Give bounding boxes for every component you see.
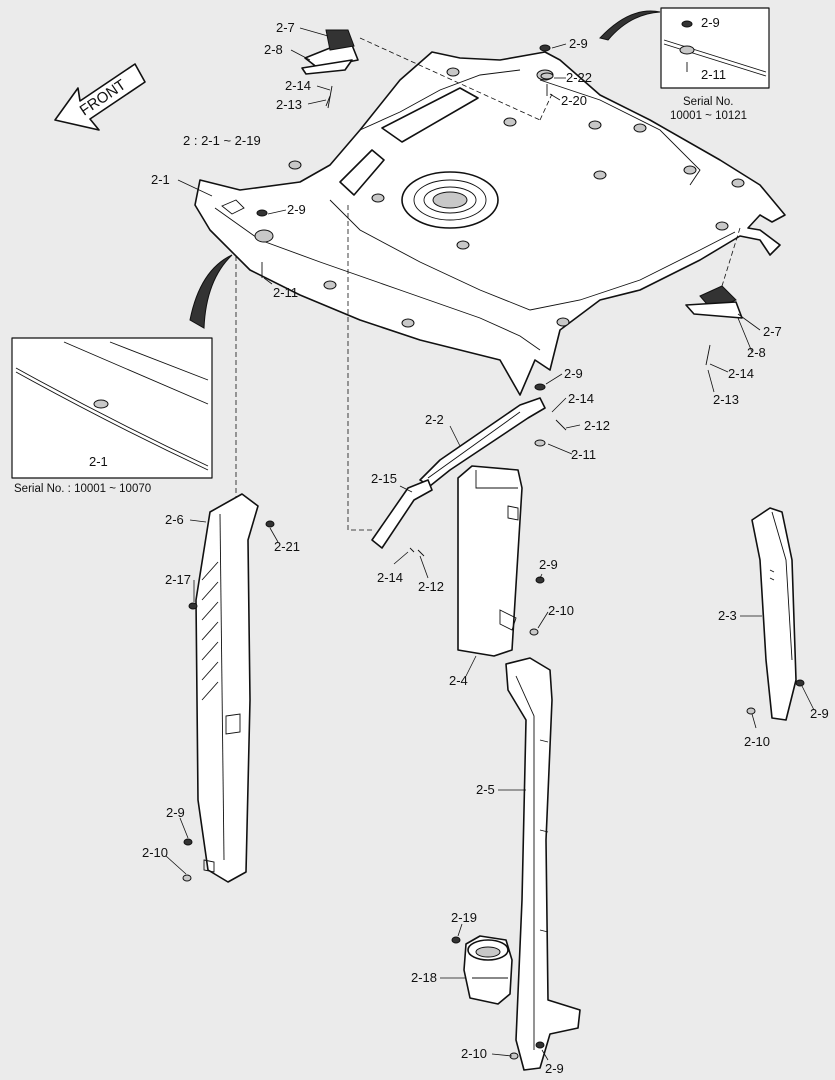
inset-right-callout-2-11: 2-11 [701,67,726,82]
callout-2-6: 2-6 [165,512,184,527]
front-direction-arrow: FRONT [54,63,146,131]
callout-2-5: 2-5 [476,782,495,797]
callout-2-10-bottom: 2-10 [461,1046,487,1061]
speaker-right [685,285,743,366]
callout-2-14-mid: 2-14 [568,391,594,406]
callout-2-18: 2-18 [411,970,437,985]
clip-2-9-d [535,1041,545,1049]
bracket-2-2 [419,397,546,487]
callout-2-17: 2-17 [165,572,191,587]
callout-2-8-top: 2-8 [264,42,283,57]
callout-2-10-pillar4: 2-10 [548,603,574,618]
callout-2-14-low: 2-14 [377,570,403,585]
callout-2-10-pillar3: 2-10 [744,734,770,749]
screw-2-10-b [182,874,192,882]
pillar-trim-2-6 [195,493,259,883]
callout-2-7-right: 2-7 [763,324,782,339]
callout-2-9-bottom: 2-9 [545,1061,564,1076]
callout-2-22: 2-22 [566,70,592,85]
leader-lines [165,27,815,1061]
callout-2-13-right: 2-13 [713,392,739,407]
callout-2-10-pillar6: 2-10 [142,845,168,860]
callout-2-9-top: 2-9 [569,36,588,51]
callout-2-13-top: 2-13 [276,97,302,112]
callout-2-15: 2-15 [371,471,397,486]
callout-2-20: 2-20 [561,93,587,108]
clip-2-21 [265,520,275,528]
cup-holder-2-18 [463,935,513,1005]
wire-clips-2-17 [188,561,219,701]
inset-left-callout: 2-1 [89,454,108,469]
assembly-line-3 [347,205,375,531]
callout-2-12-low: 2-12 [418,579,444,594]
clip-2-9-b [183,838,193,846]
pillar-trim-2-5 [505,657,581,1071]
pillar-trim-2-4 [457,465,523,657]
callout-2-2: 2-2 [425,412,444,427]
screw-2-19 [451,936,461,944]
callout-2-9-mid: 2-9 [564,366,583,381]
callout-2-12-mid: 2-12 [584,418,610,433]
screw-2-10-a [529,628,539,636]
inset-right-caption-2: 10001 ~ 10121 [670,110,747,122]
clip-2-9-a [535,576,545,584]
bracket-2-15 [371,479,433,557]
clip-2-9-c [795,679,805,687]
inset-left [11,254,233,479]
screw-2-10-c [746,707,756,715]
callout-2-9-left: 2-9 [287,202,306,217]
inset-right-callout-2-9: 2-9 [701,15,720,30]
callout-labels: 2-7 2-8 2-14 2-13 2-9 2-22 2-20 2-9 2-11… [89,15,829,1076]
callout-2-11-left: 2-11 [273,285,298,300]
assembly-line-1 [359,37,541,121]
callout-2-21: 2-21 [274,539,300,554]
callout-2-1: 2-1 [151,172,170,187]
callout-2-9-pillar3: 2-9 [810,706,829,721]
speaker-left [301,29,359,109]
assembly-line-4 [721,227,741,287]
callout-2-19: 2-19 [451,910,477,925]
callout-2-11-mid: 2-11 [571,447,596,462]
group-note: 2 : 2-1 ~ 2-19 [183,133,261,148]
headliner-panel [194,51,786,396]
assembly-line-2 [539,93,553,121]
callout-2-8-right: 2-8 [747,345,766,360]
callout-2-3: 2-3 [718,608,737,623]
inset-left-caption: Serial No. : 10001 ~ 10070 [14,483,151,495]
callout-2-9-pillar6: 2-9 [166,805,185,820]
fasteners-roof [256,44,567,447]
callout-2-14-top: 2-14 [285,78,311,93]
callout-2-14-right: 2-14 [728,366,754,381]
callout-2-4: 2-4 [449,673,468,688]
callout-2-9-pillar4: 2-9 [539,557,558,572]
inset-right-caption-1: Serial No. [683,96,734,108]
inset-right [599,7,770,89]
pillar-trim-2-3 [751,507,797,721]
callout-2-7-top: 2-7 [276,20,295,35]
